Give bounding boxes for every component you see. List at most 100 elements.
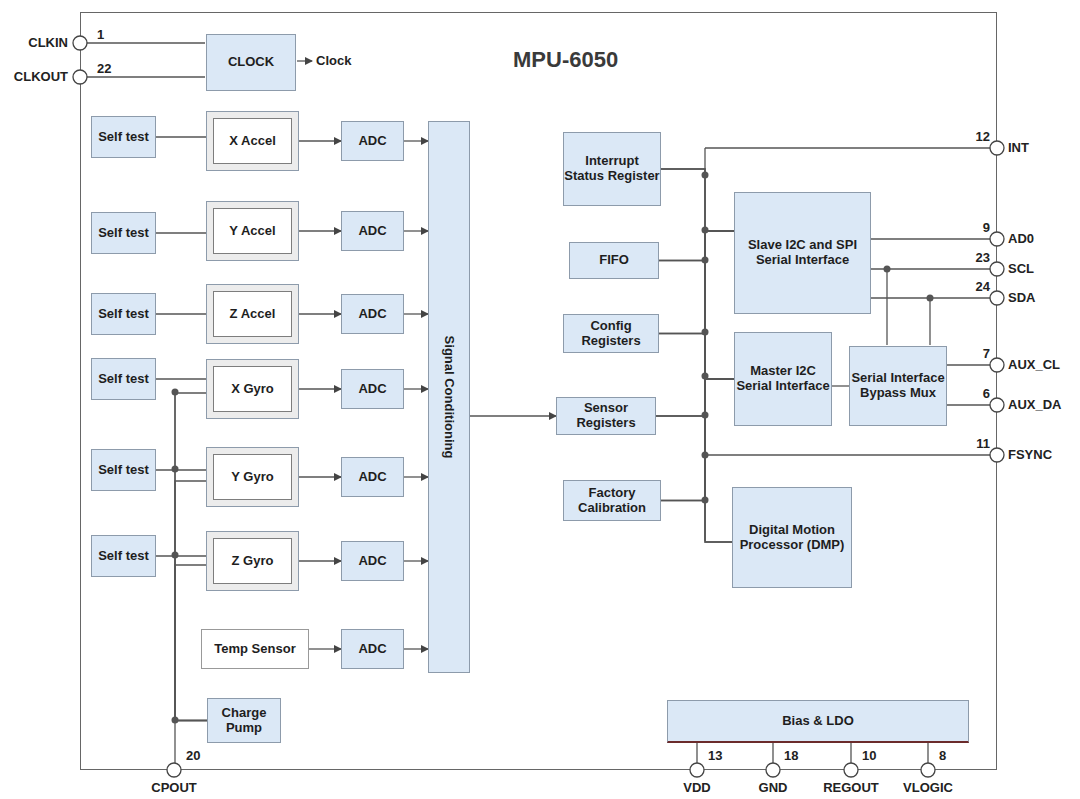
pin-name: INT [1008, 140, 1029, 155]
block-label: Self test [98, 130, 149, 145]
block-label: ADC [358, 382, 386, 397]
charge-pump-box: Charge Pump [207, 698, 281, 743]
pin-name: AUX_DA [1008, 397, 1061, 412]
register-box: Config Registers [563, 314, 659, 353]
pin-name: CLKIN [28, 35, 68, 50]
connector [156, 136, 206, 137]
signal-conditioning-band: Signal Conditioning [428, 121, 470, 673]
connector [156, 313, 206, 314]
pin-number: 23 [976, 250, 990, 265]
block-label: Z Accel [230, 307, 276, 322]
self-test-box: Self test [91, 212, 156, 254]
mux-scl-wire [886, 269, 887, 345]
connector [156, 555, 206, 556]
pin-name: AUX_CL [1008, 357, 1060, 372]
self-test-box: Self test [91, 535, 156, 577]
chip-outline: MPU-6050CLOCKSelf testX AccelADCSignal C… [80, 12, 997, 770]
block-label: Self test [98, 307, 149, 322]
int-wire [705, 147, 997, 148]
adc-box: ADC [341, 294, 404, 334]
pin-number: 13 [708, 748, 722, 763]
block-label: Digital Motion Processor (DMP) [733, 523, 851, 553]
pin-name: VDD [683, 780, 710, 795]
connector [175, 481, 207, 721]
connector [299, 476, 341, 477]
connector [299, 140, 341, 141]
calibration-box: Factory Calibration [563, 480, 661, 521]
clock-arrow [297, 60, 312, 61]
temp-sensor-box: Temp Sensor [201, 629, 309, 669]
dmp-box: Digital Motion Processor (DMP) [732, 487, 852, 588]
block-label: Y Accel [229, 224, 275, 239]
block-label: Charge Pump [208, 706, 280, 736]
pin-name: CPOUT [151, 780, 197, 795]
pin-name: REGOUT [823, 780, 879, 795]
pin-name: VLOGIC [903, 780, 953, 795]
block-label: Factory Calibration [564, 486, 660, 516]
pin-name: SDA [1008, 290, 1035, 305]
block-label: Sensor Registers [557, 401, 655, 431]
adc-box: ADC [341, 457, 404, 497]
connector [309, 648, 341, 649]
connector [705, 231, 734, 542]
bias-ldo-box: Bias & LDO [667, 700, 969, 743]
adc-box: ADC [341, 629, 404, 669]
block-label: Signal Conditioning [442, 336, 457, 459]
block-label: FIFO [599, 253, 629, 268]
adc-box: ADC [341, 121, 404, 161]
block-label: Master I2C Serial Interface [735, 364, 831, 394]
connector [661, 231, 734, 500]
connector [656, 379, 734, 416]
connector [659, 261, 734, 380]
serial-interface-box: Slave I2C and SPI Serial Interface [734, 192, 871, 314]
pin-number: 9 [983, 220, 990, 235]
connector [659, 231, 734, 333]
connector [404, 476, 428, 477]
block-label: ADC [358, 307, 386, 322]
accel-sensor: X Accel [206, 111, 299, 171]
clock-block: CLOCK [206, 34, 296, 91]
block-label: ADC [358, 470, 386, 485]
connector [705, 379, 734, 542]
block-label: Self test [98, 372, 149, 387]
gyro-sensor: Y Gyro [206, 447, 299, 507]
gyro-sensor: Z Gyro [206, 531, 299, 591]
connector [156, 378, 206, 379]
pin-number: 6 [983, 386, 990, 401]
self-test-box: Self test [91, 358, 156, 400]
ad0-wire [866, 238, 997, 239]
fifo-box: FIFO [569, 242, 659, 279]
connector [299, 560, 341, 561]
gyro-sensor: X Gyro [206, 359, 299, 419]
accel-sensor: Y Accel [206, 201, 299, 261]
connector [404, 230, 428, 231]
block-label: Y Gyro [231, 470, 273, 485]
pin-number: 1 [97, 27, 104, 42]
self-test-box: Self test [91, 449, 156, 491]
pin-number: 7 [983, 346, 990, 361]
pin-name: AD0 [1008, 231, 1034, 246]
mux-sda-wire [929, 298, 930, 345]
signal-label: Clock [316, 53, 351, 68]
block-label: CLOCK [228, 55, 274, 70]
fsync-wire [705, 454, 997, 455]
connector [656, 231, 734, 416]
block-label: Serial Interface Bypass Mux [850, 371, 946, 401]
connector [659, 334, 734, 380]
connector [404, 560, 428, 561]
register-box: Sensor Registers [556, 397, 656, 435]
connector [404, 648, 428, 649]
adc-box: ADC [341, 541, 404, 581]
serial-interface-box: Master I2C Serial Interface [734, 332, 832, 426]
pin-name: SCL [1008, 261, 1034, 276]
register-box: Interrupt Status Register [563, 132, 661, 206]
pin-number: 8 [939, 748, 946, 763]
connector [659, 231, 734, 260]
pin-number: 11 [976, 436, 990, 451]
pin-number: 18 [784, 748, 798, 763]
connector [661, 169, 734, 379]
clkin-wire [80, 42, 205, 43]
aux-da-wire [942, 404, 997, 405]
connector [832, 385, 849, 386]
accel-sensor: Z Accel [206, 284, 299, 344]
